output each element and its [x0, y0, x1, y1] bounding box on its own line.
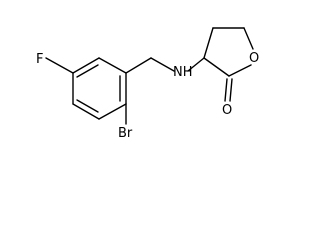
bond-c4-c5: [72, 103, 100, 120]
structure-diagram: F Br NH O O: [36, 27, 259, 140]
fluorine-label: F: [36, 52, 43, 67]
bond-c3-c4: [98, 103, 127, 120]
amine-label: NH: [173, 65, 193, 80]
carbonyl-oxygen-label: O: [222, 103, 232, 118]
bond-c6-c1-inner: [76, 64, 99, 78]
bond-carbonyl-b: [229, 78, 233, 102]
bond-nh-to-c3: [187, 57, 205, 72]
benzene-ring: [72, 57, 127, 120]
bond-c4-c5-inner: [76, 99, 99, 113]
bond-c1-c2: [98, 57, 127, 74]
lactone-ring: [203, 27, 254, 102]
bond-c5-o-lactone: [243, 27, 254, 50]
bond-c6-c1: [72, 57, 100, 74]
bromine-label: Br: [118, 126, 133, 140]
bond-ring-to-ch2: [125, 57, 152, 74]
ring-oxygen-label: O: [249, 51, 259, 66]
bond-carbonyl-a: [224, 78, 228, 102]
bond-c2-c3-lactone: [203, 57, 230, 77]
bond-ring-to-fluorine: [45, 57, 74, 74]
bond-ch2-to-nh: [150, 57, 175, 72]
bond-c3-c4-lactone: [203, 27, 214, 59]
bond-o-c2-lactone: [228, 64, 252, 77]
